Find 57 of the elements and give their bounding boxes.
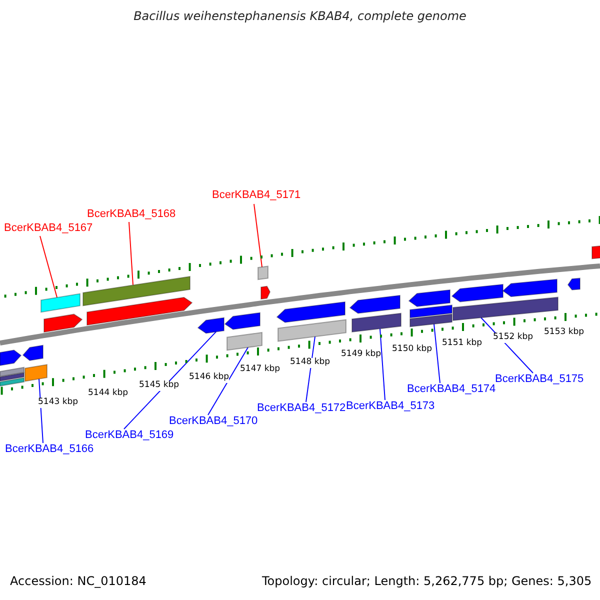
gene-block — [86, 296, 193, 326]
scale-label: 5153 kbp — [544, 328, 584, 338]
gene-block — [276, 301, 346, 323]
gene-block — [258, 266, 268, 280]
gene-block — [567, 278, 580, 290]
gene-label: BcerKBAB4_5175 — [495, 373, 584, 386]
leader-line — [124, 331, 216, 430]
gene-block — [224, 312, 260, 330]
gene-label: BcerKBAB4_5173 — [346, 400, 435, 413]
gene-block — [44, 314, 83, 333]
gene-block — [24, 364, 48, 382]
info-text: Topology: circular; Length: 5,262,775 bp; Genes: 5,305 — [262, 575, 592, 589]
gene-block — [0, 366, 24, 378]
gene-label: BcerKBAB4_5172 — [257, 402, 346, 415]
scale-label: 5146 kbp — [189, 373, 230, 383]
gene-block — [260, 286, 271, 300]
info-text: Accession: NC_010184 — [10, 575, 146, 589]
gene-block — [0, 350, 22, 366]
leader-line — [434, 324, 440, 384]
gene-block — [452, 296, 558, 322]
gene-block — [0, 377, 24, 387]
scale-label: 5151 kbp — [442, 339, 482, 349]
scale-label: 5144 kbp — [88, 389, 128, 399]
gene-block — [408, 289, 450, 308]
gene-block — [22, 344, 44, 362]
gene-block — [352, 312, 402, 333]
scale-label: 5143 kbp — [38, 398, 78, 408]
gene-label: BcerKBAB4_5169 — [85, 429, 174, 442]
scale-label: 5147 kbp — [240, 365, 280, 375]
gene-block — [197, 317, 224, 334]
gene-label: BcerKBAB4_5168 — [87, 208, 176, 221]
scale-label: 5149 kbp — [341, 350, 382, 360]
leader-line — [208, 346, 248, 416]
gene-block — [592, 244, 600, 260]
gene-block — [410, 304, 452, 318]
scale-label: 5145 kbp — [139, 381, 180, 391]
gene-label: BcerKBAB4_5166 — [5, 443, 94, 456]
gene-block — [0, 372, 24, 382]
gene-label: BcerKBAB4_5174 — [407, 383, 496, 396]
gene-label: BcerKBAB4_5171 — [212, 189, 301, 202]
title: Bacillus weihenstephanensis KBAB4, complete genome — [132, 10, 468, 24]
scale-label: 5152 kbp — [493, 333, 534, 343]
gene-block — [226, 332, 262, 351]
gene-label: BcerKBAB4_5170 — [169, 415, 258, 428]
gene-block — [82, 276, 190, 306]
scale-label: 5150 kbp — [392, 345, 432, 355]
leader-line — [380, 328, 386, 400]
gene-block — [451, 284, 504, 302]
leader-line — [254, 204, 262, 268]
gene-block — [40, 293, 80, 313]
leader-line — [128, 222, 134, 286]
scale-label: 5148 kbp — [290, 358, 330, 368]
leader-line — [40, 236, 58, 298]
gene-block — [278, 319, 346, 342]
gene-label: BcerKBAB4_5167 — [4, 222, 93, 235]
gene-block — [349, 294, 400, 314]
gene-block — [410, 314, 452, 328]
